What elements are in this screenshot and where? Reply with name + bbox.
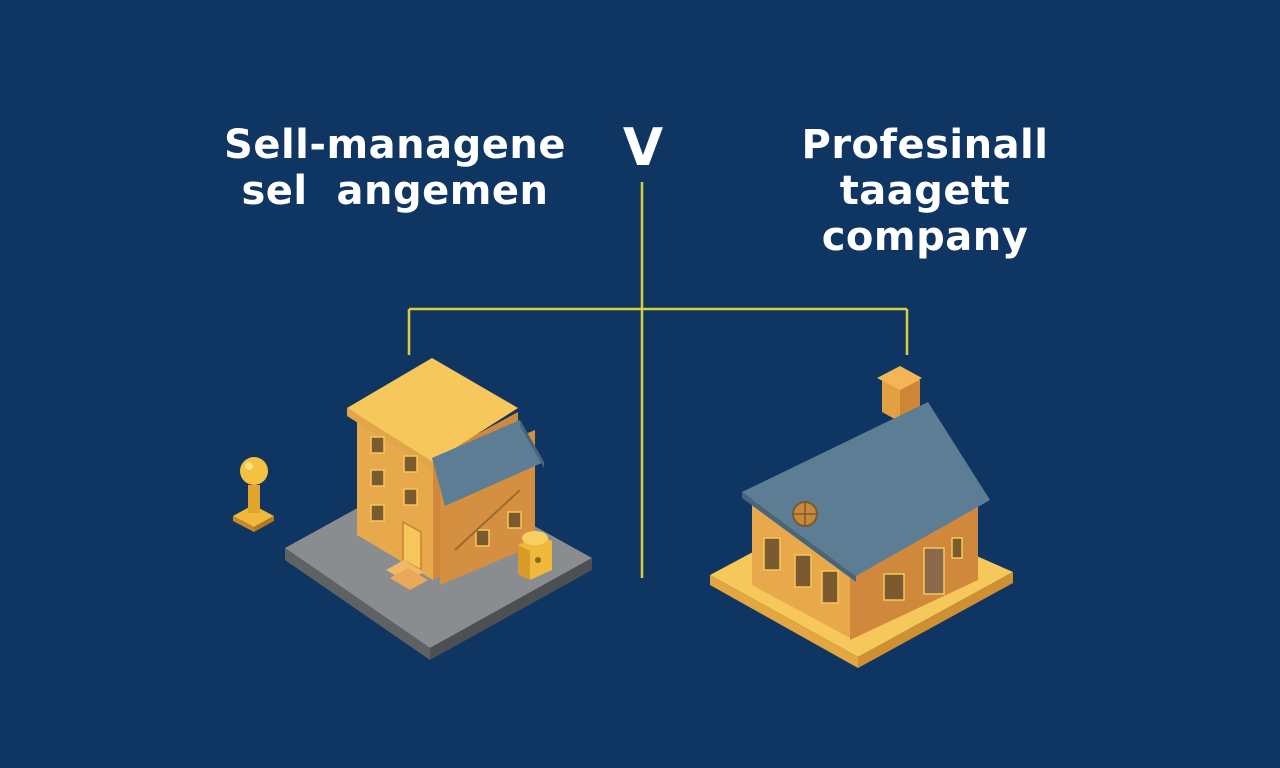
self-management-label-line-2: sel angemen (241, 168, 549, 214)
professional-company-label-line-2: taagett (839, 168, 1011, 214)
self-management-label-line-1: Sell-managene (224, 122, 566, 168)
house-door (923, 547, 945, 595)
location-pin-icon (233, 457, 274, 532)
apartment-door (402, 520, 422, 572)
professional-company-label: Profesinall taagett company (770, 122, 1080, 260)
apartment-roof (347, 358, 518, 462)
versus-label: V (622, 118, 664, 178)
professional-company-label-line-1: Profesinall (801, 122, 1049, 168)
mailbox-icon (518, 531, 552, 580)
self-managed-apartment-building-icon (285, 358, 592, 660)
house-roof (742, 402, 990, 576)
professional-company-label-line-3: company (821, 214, 1029, 260)
annex-roof (432, 420, 544, 506)
chimney (877, 366, 922, 422)
connector-lines (407, 182, 909, 578)
professionally-managed-house-icon (710, 366, 1013, 668)
self-management-label: Sell-managene sel angemen (190, 122, 600, 214)
